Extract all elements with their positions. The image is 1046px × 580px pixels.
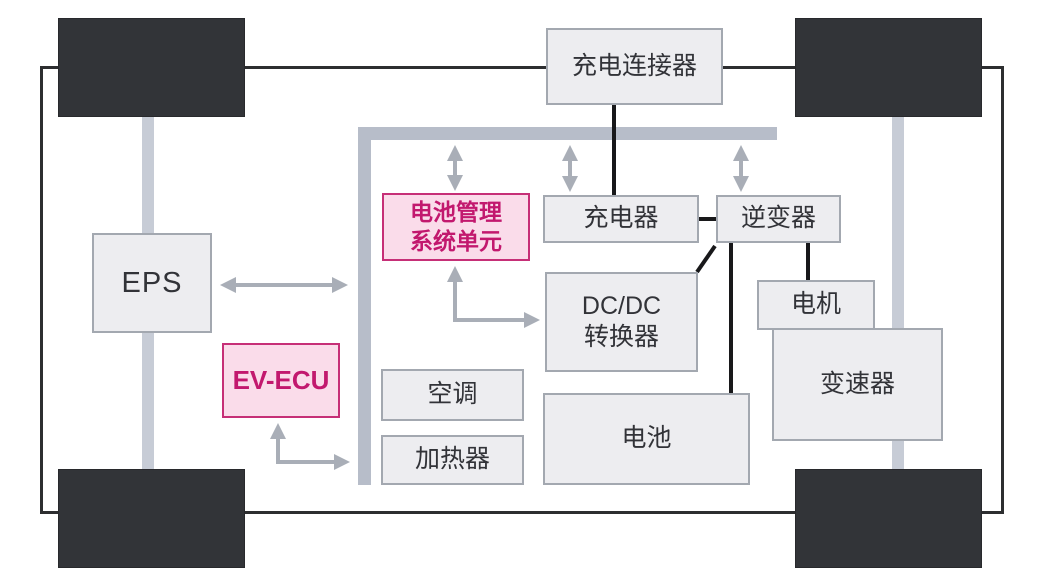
arrowhead-bus-up-2 bbox=[562, 145, 578, 161]
node-charging-connector-label: 充电连接器 bbox=[571, 51, 697, 80]
node-charger-label: 充电器 bbox=[583, 204, 659, 233]
node-air-conditioner: 空调 bbox=[381, 369, 524, 421]
node-charger: 充电器 bbox=[543, 195, 699, 243]
wheel-top-right bbox=[795, 18, 982, 117]
node-eps-label: EPS bbox=[121, 266, 183, 299]
arrowhead-bus-right bbox=[334, 454, 350, 470]
arrowhead-dcdc-right bbox=[524, 312, 540, 328]
node-charging-connector: 充电连接器 bbox=[546, 28, 723, 105]
arrow-evecu-bus-elbow bbox=[276, 437, 336, 464]
arrowhead-bms-up bbox=[447, 266, 463, 282]
node-battery-label: 电池 bbox=[621, 424, 672, 453]
arrowheads bbox=[220, 145, 749, 470]
bus-horizontal-line bbox=[358, 127, 777, 140]
node-dcdc-converter: DC/DC 转换器 bbox=[545, 272, 698, 372]
arrowhead-charger-down bbox=[562, 176, 578, 192]
arrow-bms-dcdc-elbow bbox=[453, 280, 526, 322]
node-bms-label: 电池管理 系统单元 bbox=[410, 199, 502, 254]
arrowhead-inverter-down bbox=[733, 176, 749, 192]
node-battery: 电池 bbox=[543, 393, 750, 485]
node-inverter: 逆变器 bbox=[716, 195, 841, 243]
arrowhead-bus-up-1 bbox=[447, 145, 463, 161]
wheel-bottom-left bbox=[58, 469, 245, 568]
arrowhead-bus-left bbox=[332, 277, 348, 293]
wheel-top-left bbox=[58, 18, 245, 117]
arrowhead-bms-down bbox=[447, 175, 463, 191]
node-ev-ecu: EV-ECU bbox=[222, 343, 340, 418]
arrowhead-bus-up-3 bbox=[733, 145, 749, 161]
node-heater: 加热器 bbox=[381, 435, 524, 485]
car-body-outline bbox=[40, 66, 1004, 514]
arrowhead-eps bbox=[220, 277, 236, 293]
node-heater-label: 加热器 bbox=[414, 445, 490, 474]
node-motor-label: 电机 bbox=[790, 290, 841, 319]
node-inverter-label: 逆变器 bbox=[740, 204, 816, 233]
line-inverter-to-dcdc-diagonal bbox=[695, 244, 717, 274]
wheel-bottom-right bbox=[795, 469, 982, 568]
node-ev-ecu-label: EV-ECU bbox=[232, 365, 330, 396]
node-motor: 电机 bbox=[757, 280, 875, 330]
node-gearbox: 变速器 bbox=[772, 328, 943, 441]
node-eps: EPS bbox=[92, 233, 212, 333]
node-gearbox-label: 变速器 bbox=[819, 369, 895, 398]
bus-vertical-line bbox=[358, 127, 371, 485]
node-dcdc-converter-label: DC/DC 转换器 bbox=[581, 291, 662, 351]
node-air-conditioner-label: 空调 bbox=[427, 380, 478, 409]
signal-arrows bbox=[234, 159, 743, 464]
arrowhead-evecu-up bbox=[270, 423, 286, 439]
node-battery-management-system: 电池管理 系统单元 bbox=[382, 193, 530, 261]
